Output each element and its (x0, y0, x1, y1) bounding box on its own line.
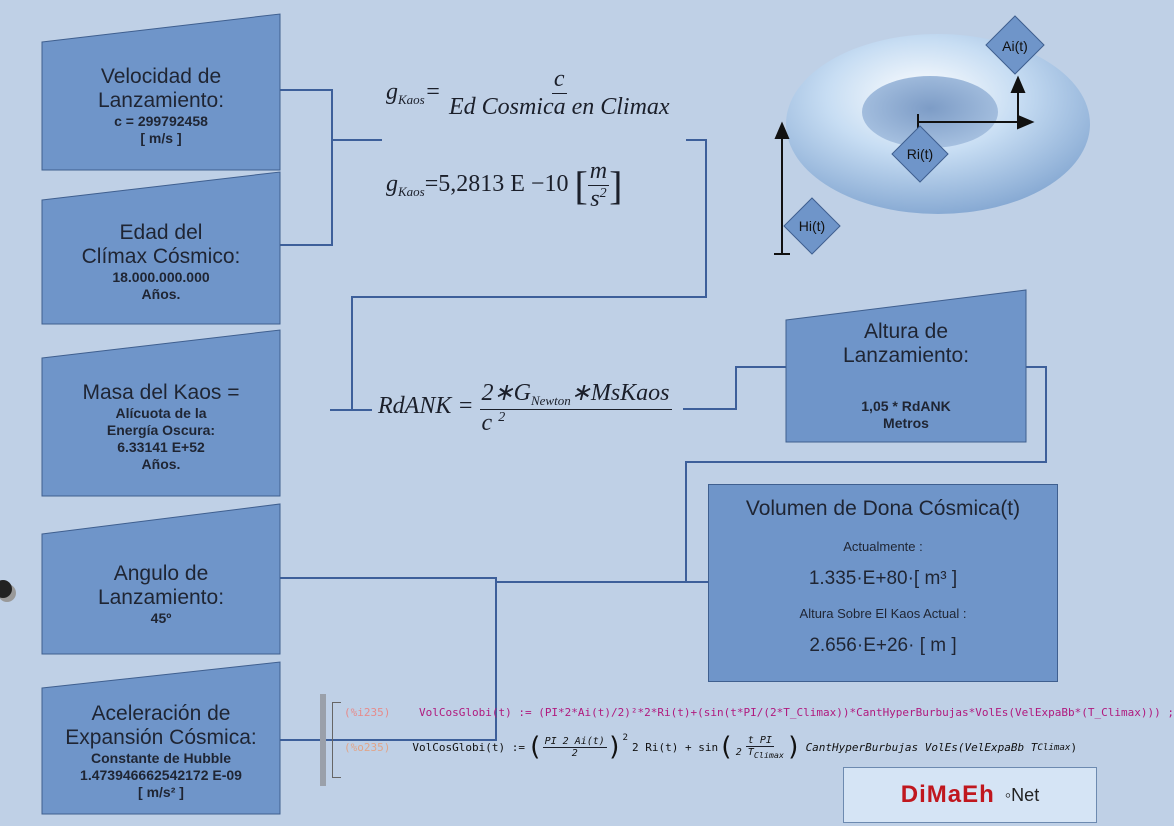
card-shape (41, 171, 281, 325)
volumen-label-actual: Actualmente : (843, 539, 923, 554)
card-title: Angulo de (113, 561, 209, 585)
card-detail: 1,05 * RdANK (861, 398, 951, 414)
volumen-value: 1.335·E+80·[ m³ ] (808, 568, 958, 589)
card-detail: Energía Oscura: (106, 422, 216, 438)
input-code: VolCosGlobi(t) := (PI*2*Ai(t)/2)²*2*Ri(t… (418, 706, 1174, 719)
card-detail: Metros (883, 415, 929, 431)
input-tag: (%i235) (344, 706, 391, 719)
card-detail: 6.33141 E+52 (117, 439, 205, 455)
card-title: Lanzamiento: (97, 89, 225, 112)
logo-brand: DiMaEh (900, 781, 995, 808)
card-title: Masa del Kaos = (82, 381, 240, 404)
card-altura: Altura de Lanzamiento: 1,05 * RdANK Metr… (785, 289, 1027, 443)
equation-g-kaos: gKaos= c Ed Cosmica en Climax (386, 66, 670, 120)
maxima-cell: (%i235) VolCosGlobi(t) := (PI*2*Ai(t)/2)… (318, 692, 1174, 786)
svg-text:Ai(t): Ai(t) (1002, 38, 1028, 54)
card-shape (41, 503, 281, 655)
card-title: Clímax Cósmico: (81, 245, 241, 268)
card-detail: [ m/s ] (140, 130, 182, 146)
svg-text:Ri(t): Ri(t) (907, 146, 933, 162)
card-detail: 1.473946662542172 E-09 (80, 766, 242, 783)
card-shape (41, 329, 281, 497)
volumen-box: Volumen de Dona Cósmica(t) Actualmente :… (708, 484, 1058, 682)
card-title: Velocidad de (100, 65, 222, 88)
card-detail: Años. (141, 456, 181, 472)
card-edad: Edad del Clímax Cósmico: 18.000.000.000 … (41, 171, 281, 325)
card-detail: Años. (141, 286, 181, 302)
card-title: Edad del (119, 221, 203, 244)
volumen-label-altura: Altura Sobre El Kaos Actual : (799, 606, 967, 621)
svg-text:Hi(t): Hi(t) (799, 218, 825, 234)
card-shape (41, 13, 281, 171)
card-title: Aceleración de (91, 701, 231, 725)
equation-g-kaos-value: gKaos=5,2813 E −10 [ m s2 ] (386, 158, 623, 212)
label-ri: Ri(t) (891, 125, 949, 183)
output-sin-fraction: t PI 2 TClimax (735, 734, 784, 760)
card-aceleracion: Aceleración de Expansión Cósmica: Consta… (41, 661, 281, 815)
cell-bracket (320, 694, 326, 786)
connector-lines (278, 89, 1047, 741)
altura-value: 2.656·E+26· [ m ] (809, 635, 957, 656)
volumen-title: Volumen de Dona Cósmica(t) (745, 497, 1021, 520)
torus-illustration: Ai(t) Ri(t) Hi(t) (774, 15, 1090, 255)
card-shape (41, 661, 281, 815)
card-title: Lanzamiento: (97, 585, 225, 609)
card-detail: 18.000.000.000 (112, 269, 210, 285)
label-ai: Ai(t) (985, 15, 1045, 75)
card-masa: Masa del Kaos = Alícuota de la Energía O… (41, 329, 281, 497)
torus-hole (862, 76, 998, 148)
label-hi: Hi(t) (783, 197, 841, 255)
card-detail: c = 299792458 (114, 113, 208, 129)
output-fraction: PI 2 Ai(t) 2 (542, 735, 607, 759)
equation-rdank: RdANK = 2∗GNewton∗MsKaos c 2 (378, 380, 672, 436)
output-tag: (%o235) (344, 740, 391, 754)
card-detail: Constante de Hubble (90, 749, 231, 766)
dimaeh-logo[interactable]: DiMaEh ◦Net (843, 767, 1097, 823)
card-title: Lanzamiento: (842, 344, 970, 367)
edge-dot (0, 580, 12, 598)
card-title: Altura de (863, 320, 949, 343)
card-detail: 45º (150, 609, 172, 626)
fraction: c Ed Cosmica en Climax (448, 66, 670, 120)
output-lhs: VolCosGlobi(t) := (412, 740, 525, 754)
card-detail: [ m/s² ] (138, 783, 184, 800)
logo-suffix: ◦Net (1004, 784, 1040, 805)
card-angulo: Angulo de Lanzamiento: 45º (41, 503, 281, 655)
fraction: 2∗GNewton∗MsKaos c 2 (479, 380, 672, 436)
cell-bracket-inner (332, 702, 341, 778)
card-title: Expansión Cósmica: (65, 725, 257, 749)
card-shape (785, 289, 1027, 443)
unit-fraction: m s2 (587, 158, 610, 212)
card-velocidad: Velocidad de Lanzamiento: c = 299792458 … (41, 13, 281, 171)
card-detail: Alícuota de la (115, 405, 207, 421)
